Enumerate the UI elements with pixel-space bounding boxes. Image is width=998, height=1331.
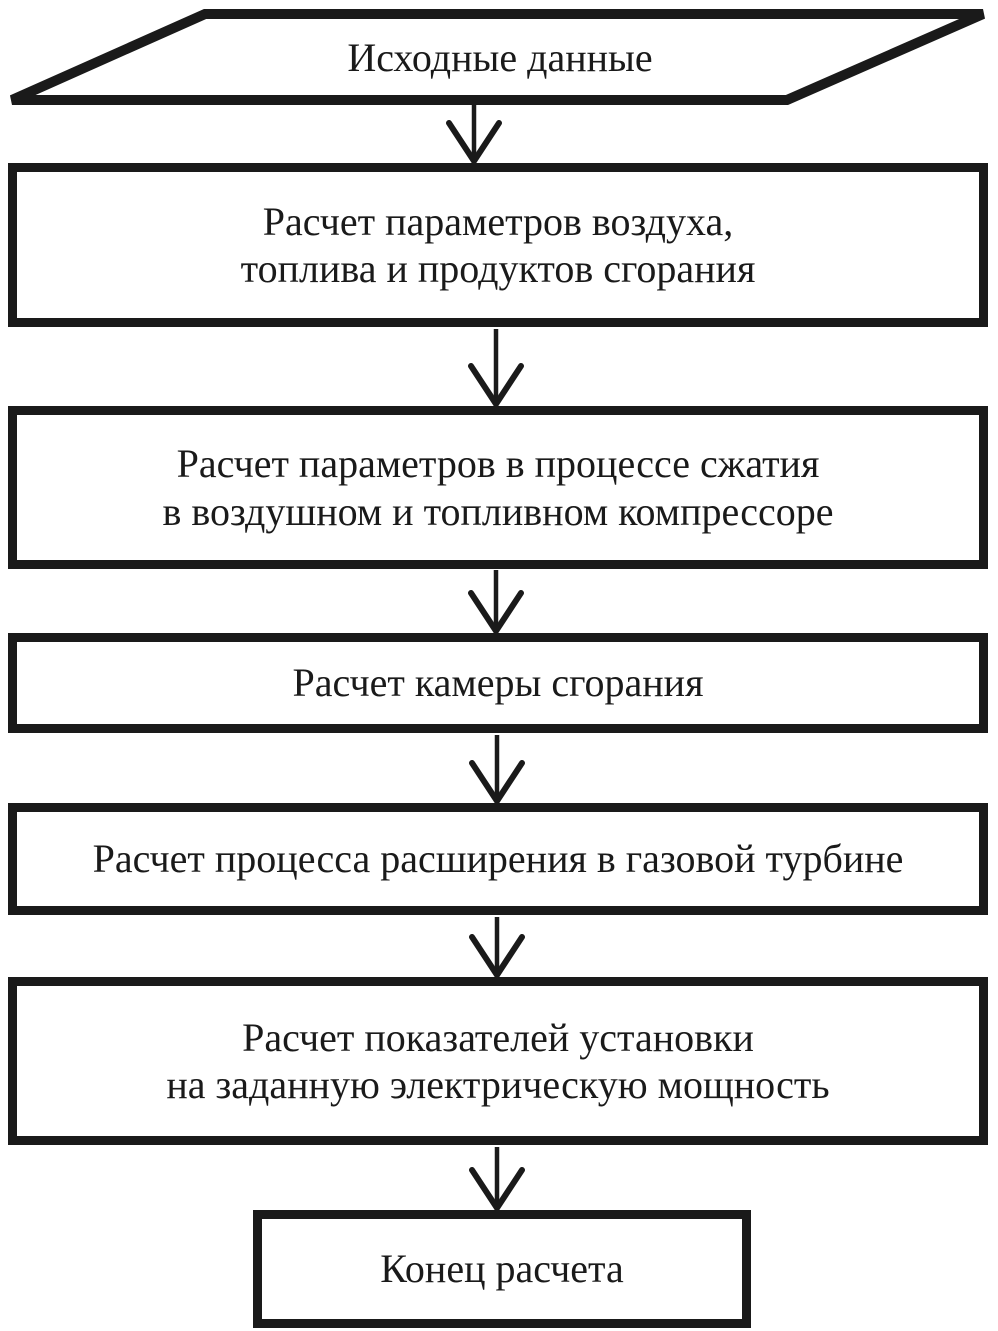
arrow-turbine-to-indicators bbox=[469, 917, 525, 981]
flowchart-node-end: Конец расчета bbox=[253, 1210, 751, 1328]
start-node-parallelogram bbox=[9, 9, 986, 105]
flowchart-node-turbine-expansion: Расчет процесса расширения в газовой тур… bbox=[8, 803, 988, 915]
arrow-chamber-to-turbine bbox=[469, 735, 525, 807]
flowchart-node-compression: Расчет параметров в процессе сжатия в во… bbox=[8, 406, 988, 569]
flowchart-node-plant-indicators: Расчет показателей установки на заданную… bbox=[8, 977, 988, 1145]
flowchart-node-air-fuel-params: Расчет параметров воздуха, топлива и про… bbox=[8, 163, 988, 327]
arrow-start-to-air-fuel bbox=[446, 104, 502, 167]
flowchart-node-combustion-chamber: Расчет камеры сгорания bbox=[8, 633, 988, 733]
arrow-compression-to-chamber bbox=[468, 570, 524, 637]
arrow-indicators-to-end bbox=[469, 1147, 525, 1214]
flowchart-node-start-label: Исходные данные bbox=[347, 34, 653, 80]
arrow-air-fuel-to-compression bbox=[468, 329, 524, 410]
